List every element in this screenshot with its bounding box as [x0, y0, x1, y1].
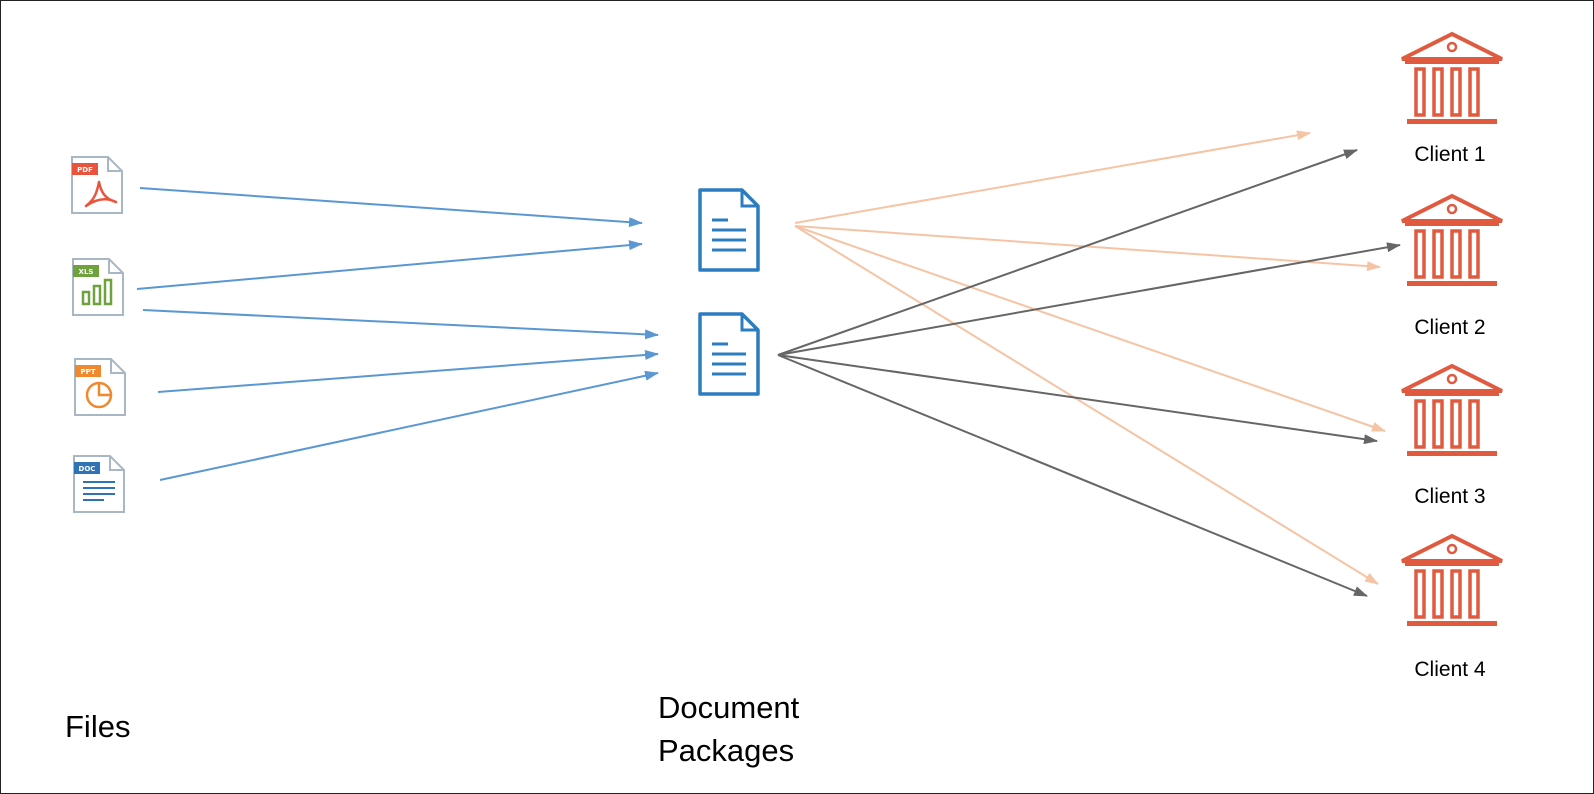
bank-building-icon	[1400, 194, 1504, 288]
bank-building-icon	[1400, 534, 1504, 628]
arrow-package-2-to-client-3	[777, 354, 1378, 445]
packages-label-line2: Packages	[658, 733, 794, 768]
file-pdf: PDF	[71, 156, 123, 214]
package-2-to-client-arrows	[777, 149, 1401, 597]
arrow-package-2-to-client-1	[777, 149, 1358, 356]
arrow-doc-to-package-2	[159, 370, 659, 481]
client-2: Client 2	[1400, 194, 1504, 339]
client-2-label: Client 2	[1414, 316, 1485, 339]
arrow-package-2-to-client-2	[777, 242, 1401, 356]
client-4: Client 4	[1400, 534, 1504, 681]
doc-badge: DOC	[79, 465, 96, 473]
files-label: Files	[65, 709, 130, 744]
xls-file-icon	[81, 278, 113, 306]
doc-file-icon	[83, 481, 115, 501]
arrow-pdf-to-package-1	[139, 187, 643, 228]
file-ppt: PPT	[74, 358, 126, 416]
ppt-badge: PPT	[80, 368, 95, 376]
client-1: Client 1	[1400, 32, 1504, 166]
pdf-file-icon	[84, 180, 118, 208]
file-to-package-arrows	[136, 187, 659, 481]
arrow-package-1-to-client-3	[794, 225, 1386, 432]
client-3-label: Client 3	[1414, 485, 1485, 508]
arrow-xls-to-package-1	[136, 240, 643, 290]
package-1-to-client-arrows	[794, 130, 1386, 585]
packages-label-line1: Document	[658, 690, 800, 725]
arrow-package-1-to-client-4	[794, 225, 1379, 585]
xls-badge: XLS	[79, 268, 94, 276]
document-package-icon	[698, 188, 760, 272]
package-2	[698, 312, 760, 396]
arrow-package-1-to-client-2	[794, 225, 1381, 272]
file-xls: XLS	[72, 258, 124, 316]
client-4-label: Client 4	[1414, 658, 1486, 681]
bank-building-icon	[1400, 364, 1504, 458]
package-1	[698, 188, 760, 272]
pdf-badge: PDF	[77, 166, 93, 174]
arrow-xls-to-package-2	[142, 309, 659, 340]
arrow-package-2-to-client-4	[777, 354, 1368, 597]
client-3: Client 3	[1400, 364, 1504, 508]
bank-building-icon	[1400, 32, 1504, 126]
ppt-file-icon	[85, 381, 113, 409]
arrow-ppt-to-package-2	[157, 349, 659, 393]
client-1-label: Client 1	[1414, 143, 1485, 166]
file-doc: DOC	[73, 455, 125, 513]
arrow-package-1-to-client-1	[794, 130, 1311, 224]
document-package-icon	[698, 312, 760, 396]
